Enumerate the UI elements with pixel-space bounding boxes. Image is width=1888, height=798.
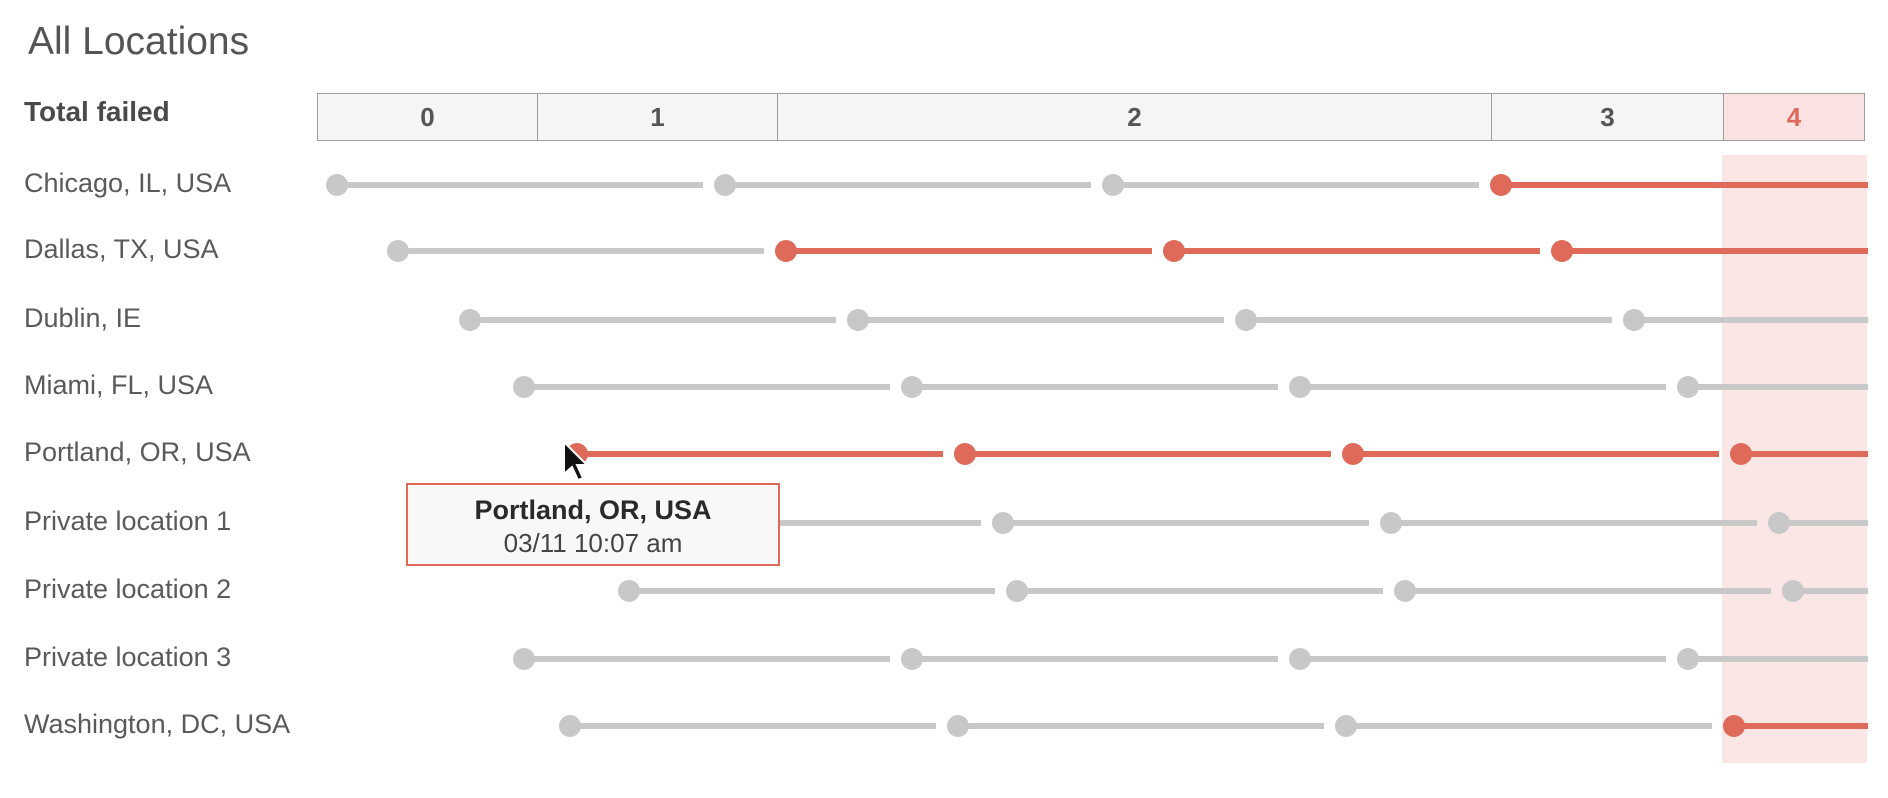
check-point[interactable] <box>1782 580 1804 602</box>
check-point[interactable] <box>1102 174 1124 196</box>
check-point[interactable] <box>1723 715 1745 737</box>
check-point[interactable] <box>947 715 969 737</box>
location-label: Private location 3 <box>24 642 232 672</box>
bucket-4[interactable]: 4 <box>1723 93 1865 141</box>
check-point[interactable] <box>847 309 869 331</box>
check-point[interactable] <box>714 174 736 196</box>
check-point[interactable] <box>775 240 797 262</box>
page-title: All Locations <box>28 20 250 63</box>
check-point[interactable] <box>1490 174 1512 196</box>
bucket-2[interactable]: 2 <box>777 93 1492 141</box>
bucket-0[interactable]: 0 <box>317 93 538 141</box>
bucket-1[interactable]: 1 <box>537 93 778 141</box>
check-point[interactable] <box>1006 580 1028 602</box>
check-point[interactable] <box>1289 648 1311 670</box>
check-point[interactable] <box>1623 309 1645 331</box>
check-point[interactable] <box>1289 376 1311 398</box>
check-point[interactable] <box>1342 443 1364 465</box>
check-point[interactable] <box>1394 580 1416 602</box>
bucket-3[interactable]: 3 <box>1491 93 1724 141</box>
check-point[interactable] <box>513 376 535 398</box>
check-point[interactable] <box>618 580 640 602</box>
total-failed-label: Total failed <box>24 96 170 127</box>
check-point[interactable] <box>1730 443 1752 465</box>
location-label: Dublin, IE <box>24 303 142 333</box>
location-row <box>326 174 1868 196</box>
location-row <box>513 648 1868 670</box>
check-point[interactable] <box>1235 309 1257 331</box>
tooltip-title: Portland, OR, USA <box>474 495 712 525</box>
location-row <box>513 376 1868 398</box>
mouse-pointer-icon <box>563 440 588 482</box>
check-point[interactable] <box>954 443 976 465</box>
location-label: Portland, OR, USA <box>24 437 251 467</box>
failure-count-header: 0 1 2 3 4 <box>317 93 1865 143</box>
check-point[interactable] <box>513 648 535 670</box>
location-row <box>387 240 1868 262</box>
location-label: Washington, DC, USA <box>24 709 291 739</box>
check-point[interactable] <box>1335 715 1357 737</box>
check-point[interactable] <box>559 715 581 737</box>
location-label: Miami, FL, USA <box>24 370 214 400</box>
check-point[interactable] <box>1768 512 1790 534</box>
check-point[interactable] <box>1551 240 1573 262</box>
check-point[interactable] <box>992 512 1014 534</box>
location-label: Private location 2 <box>24 574 232 604</box>
location-label: Dallas, TX, USA <box>24 234 219 264</box>
location-row <box>604 512 1868 534</box>
check-point[interactable] <box>459 309 481 331</box>
tooltip: Portland, OR, USA 03/11 10:07 am <box>406 483 780 566</box>
location-label: Chicago, IL, USA <box>24 168 232 198</box>
location-row <box>566 443 1868 465</box>
check-point[interactable] <box>901 376 923 398</box>
check-point[interactable] <box>1677 648 1699 670</box>
tooltip-time: 03/11 10:07 am <box>503 528 683 558</box>
check-point[interactable] <box>901 648 923 670</box>
location-label: Private location 1 <box>24 506 232 536</box>
location-row <box>459 309 1868 331</box>
check-point[interactable] <box>1380 512 1402 534</box>
check-point[interactable] <box>326 174 348 196</box>
check-point[interactable] <box>387 240 409 262</box>
check-point[interactable] <box>1163 240 1185 262</box>
check-point[interactable] <box>1677 376 1699 398</box>
location-row <box>559 715 1868 737</box>
location-row <box>618 580 1868 602</box>
